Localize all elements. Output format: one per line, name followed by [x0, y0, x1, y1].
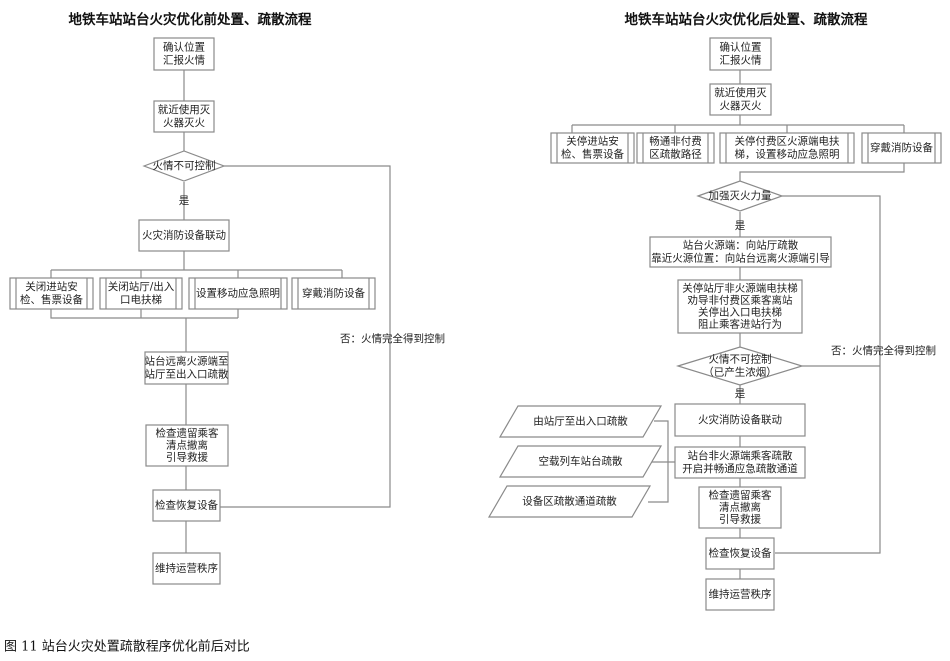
- before-yes-label: 是: [179, 195, 190, 207]
- after-maintain-box-text: 维持运营秩序: [709, 588, 772, 601]
- after-parallel-step-3-text: 梯，设置移动应急照明: [735, 148, 840, 161]
- before-extinguish-box: [153, 100, 215, 133]
- before-parallel-step-2-text: 口电扶梯: [120, 293, 162, 306]
- figure-caption: 图 11 站台火灾处置疏散程序优化前后对比: [4, 639, 250, 655]
- connector-line: [220, 165, 391, 508]
- before-maintain-box: [152, 552, 221, 585]
- after-yes-label-1: 是: [735, 220, 746, 232]
- after-route-3: [487, 485, 652, 518]
- after-route-2: [498, 445, 663, 478]
- after-guide-box-text: 靠近火源位置：向站台远离火源端引导: [651, 252, 830, 265]
- after-stop-escalators-box: [677, 279, 803, 334]
- after-restore-box-text: 检查恢复设备: [709, 547, 772, 560]
- after-parallel-step-2-text: 区疏散路径: [649, 148, 702, 161]
- after-non-source-evac-box-text: 站台非火源端乘客疏散: [688, 449, 793, 462]
- connector-line: [775, 195, 881, 554]
- after-decision-1: [696, 180, 784, 212]
- after-linkage-box-text: 火灾消防设备联动: [698, 413, 782, 426]
- after-confirm-box-text: 汇报火情: [720, 54, 762, 67]
- before-confirm-box-text: 汇报火情: [163, 54, 205, 67]
- after-title: 地铁车站站台火灾优化后处置、疏散流程: [625, 11, 868, 28]
- after-decision-2-text: 火情不可控制: [709, 353, 772, 366]
- before-parallel-step-1-text: 检、售票设备: [20, 293, 83, 306]
- after-extinguish-box-text: 火器灭火: [720, 100, 762, 112]
- before-extinguish-box-text: 就近使用灭: [158, 103, 211, 116]
- after-confirm-box-text: 确认位置: [720, 41, 762, 54]
- after-extinguish-box-text: 就近使用灭: [714, 86, 767, 99]
- before-no-label: 否：火情完全得到控制: [340, 332, 445, 345]
- before-check-passengers-box-text: 检查遗留乘客: [156, 427, 219, 440]
- after-check-passengers-box-text: 引导救援: [719, 513, 761, 526]
- after-stop-escalators-box-text: 关停站厅非火源端电扶梯: [682, 282, 798, 295]
- after-maintain-box: [705, 578, 775, 611]
- before-restore-box-text: 检查恢复设备: [155, 499, 218, 512]
- before-confirm-box-text: 确认位置: [163, 41, 205, 54]
- after-confirm-box: [709, 37, 772, 71]
- connector-line: [50, 309, 238, 319]
- after-route-2-text: 空载列车站台疏散: [539, 455, 623, 468]
- after-parallel-step-2-text: 畅通非付费: [649, 135, 702, 148]
- before-title: 地铁车站站台火灾优化前处置、疏散流程: [69, 11, 312, 28]
- before-parallel-step-1-text: 关闭进站安: [25, 280, 78, 293]
- before-check-passengers-box: [145, 424, 229, 467]
- after-parallel-step-1: [550, 132, 635, 164]
- before-check-passengers-box-text: 引导救援: [166, 451, 208, 464]
- after-decision-2: [675, 346, 805, 386]
- after-check-passengers-box: [698, 486, 782, 529]
- after-linkage-box: [674, 403, 806, 437]
- after-parallel-step-1-text: 检、售票设备: [561, 148, 624, 161]
- before-evacuate-box-text: 站台远离火源端至: [145, 355, 229, 368]
- after-no-label: 否：火情完全得到控制: [831, 344, 936, 357]
- before-parallel-step-3-text: 设置移动应急照明: [196, 287, 280, 300]
- after-route-3-text: 设备区疏散通道疏散: [522, 495, 617, 508]
- before-linkage-box: [138, 219, 230, 252]
- after-non-source-evac-box: [674, 446, 806, 479]
- after-stop-escalators-box-text: 关停出入口电扶梯: [698, 306, 782, 319]
- connector-line: [739, 163, 905, 181]
- shapes: [9, 37, 942, 611]
- after-check-passengers-box-text: 检查遗留乘客: [709, 489, 772, 502]
- after-parallel-step-3: [719, 132, 855, 164]
- before-confirm-box: [153, 37, 215, 71]
- after-parallel-step-4-text: 穿戴消防设备: [870, 141, 933, 154]
- after-stop-escalators-box-text: 劝导非付费区乘客离站: [688, 294, 793, 307]
- labels: 地铁车站站台火灾优化前处置、疏散流程是否：火情完全得到控制确认位置汇报火情就近使…: [4, 11, 936, 655]
- before-decision: [142, 150, 226, 182]
- before-parallel-step-4: [291, 277, 376, 310]
- after-yes-label-2: 是: [735, 388, 746, 400]
- before-extinguish-box-text: 火器灭火: [163, 117, 205, 129]
- after-route-1: [498, 405, 663, 438]
- after-decision-1-text: 加强灭火力量: [709, 189, 772, 202]
- after-restore-box: [705, 537, 775, 570]
- after-check-passengers-box-text: 清点撤离: [719, 501, 761, 514]
- before-check-passengers-box-text: 清点撤离: [166, 439, 208, 452]
- before-evacuate-box: [144, 351, 229, 385]
- before-decision-text: 火情不可控制: [153, 159, 216, 172]
- after-route-1-text: 由站厅至出入口疏散: [533, 415, 628, 428]
- after-parallel-step-3-text: 关停付费区火源端电扶: [735, 135, 840, 148]
- before-maintain-box-text: 维持运营秩序: [155, 562, 218, 575]
- after-parallel-step-4: [861, 132, 942, 164]
- after-stop-escalators-box-text: 阻止乘客进站行为: [698, 318, 782, 331]
- before-evacuate-box-text: 站厅至出入口疏散: [145, 368, 229, 381]
- before-parallel-step-4-text: 穿戴消防设备: [302, 287, 365, 300]
- after-extinguish-box: [709, 83, 772, 116]
- after-decision-2-text: （已产生浓烟）: [703, 366, 777, 379]
- after-guide-box: [649, 236, 832, 268]
- after-parallel-step-2: [636, 132, 715, 164]
- before-parallel-step-3: [188, 277, 288, 310]
- before-parallel-step-1: [9, 277, 94, 310]
- after-parallel-step-1-text: 关停进站安: [566, 135, 619, 148]
- before-parallel-step-2-text: 关闭站厅/出入: [108, 280, 175, 293]
- connectors: [50, 70, 905, 579]
- before-parallel-step-2: [99, 277, 183, 310]
- after-guide-box-text: 站台火源端：向站厅疏散: [683, 239, 799, 252]
- before-restore-box: [152, 489, 221, 522]
- after-non-source-evac-box-text: 开启并畅通应急疏散通道: [682, 462, 798, 475]
- before-linkage-box-text: 火灾消防设备联动: [142, 229, 226, 242]
